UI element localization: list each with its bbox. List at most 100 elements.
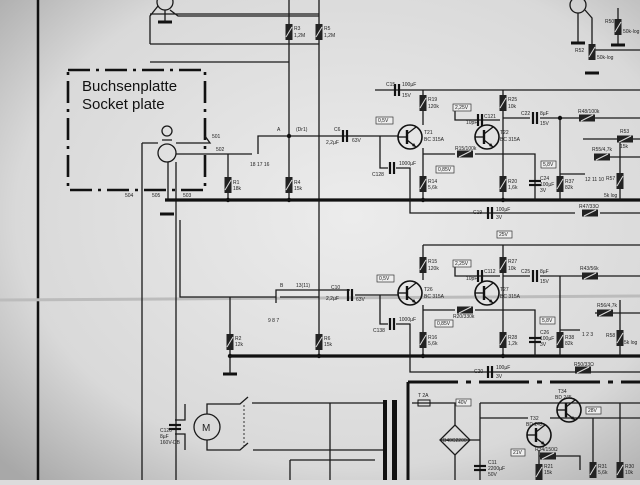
r20-label: R20 — [508, 179, 517, 185]
voltage-0-5v-ch2: 0,5V — [379, 276, 390, 282]
top-section: R3 1,2M R5 1,2M R50 50k-log R52 50k-log — [149, 0, 640, 200]
c25-label: C25 — [521, 269, 530, 275]
c138-value: 1000µF — [399, 317, 416, 323]
c19-value: 100µF — [496, 207, 510, 213]
r15-ch2-label: R15 — [428, 259, 437, 265]
point-a-label: A — [277, 127, 281, 133]
c20-label: C20 — [474, 369, 483, 375]
r5-value: 1,2M — [324, 33, 335, 39]
r58-value: 5k log — [624, 340, 638, 346]
r1-label: R1 — [233, 180, 240, 186]
t22-type: BC 315A — [500, 137, 521, 143]
r52-value: 50k-log — [597, 55, 614, 61]
c15-voltage: 15V — [402, 93, 412, 99]
c138-label: C138 — [373, 328, 385, 334]
c6-label: C6 — [334, 127, 341, 133]
c26-value: 100µF — [540, 336, 554, 342]
c10-value: 2,2µF — [326, 296, 339, 302]
point-b-label: B — [280, 283, 284, 289]
t22-label: T22 — [500, 130, 509, 136]
c22-label: C22 — [521, 111, 530, 117]
r25-label: R25 — [508, 97, 517, 103]
r30-value: 10k — [625, 470, 634, 476]
r3-label: R3 — [294, 26, 301, 32]
r53-label: R53 — [620, 129, 629, 135]
pins-9-8-7: 9 8 7 — [268, 318, 279, 324]
t32-type: BD 242 — [526, 422, 543, 428]
r14-label: R14 — [428, 179, 437, 185]
r58-label: R58 — [606, 333, 615, 339]
voltage-0-85v-ch2: 0,85V — [437, 321, 451, 327]
r19-value: 120k — [428, 104, 439, 110]
r52-label: R52 — [575, 48, 584, 54]
r50-label: R50 — [605, 19, 614, 25]
r20-330k-label: R20/330k — [453, 314, 475, 320]
voltage-25v: 25V — [499, 232, 509, 238]
c15-label: C15 — [386, 82, 395, 88]
r27-value: 10k — [508, 266, 517, 272]
c24-voltage: 3V — [540, 188, 547, 194]
r43-label: R43/56k — [580, 266, 599, 272]
t27-label: T27 — [500, 287, 509, 293]
r57-value: 5k log — [604, 193, 618, 199]
c11-label: C11 — [488, 460, 497, 466]
din-socket-icon — [157, 143, 177, 163]
c20-voltage: 3V — [496, 374, 503, 380]
c25-voltage: 15V — [540, 279, 550, 285]
r21-label: R21 — [544, 464, 553, 470]
r20-value: 1,6k — [508, 185, 518, 191]
switch-502-label: 502 — [216, 147, 225, 153]
socket-plate-title-en: Socket plate — [82, 96, 165, 113]
r28-label: R28 — [508, 335, 517, 341]
pins-18-17-16: 18 17 16 — [250, 162, 270, 168]
t26-type: BC 315A — [424, 294, 445, 300]
socket-plate: Buchsenplatte Socket plate 501 502 503 5… — [66, 68, 380, 480]
dr-13-11-label: 13(11) — [296, 283, 310, 289]
r21-value: 15k — [544, 470, 553, 476]
channel-2: 9 8 7 B 13(11) C10 2,2µF 63V R2 12k R6 1… — [179, 200, 640, 380]
switch-505-label: 505 — [152, 193, 161, 199]
r4-value: 15k — [294, 186, 303, 192]
r56-label: R56/4,7k — [597, 303, 618, 309]
voltage-0-85v: 0,85V — [438, 167, 452, 173]
t21-label: T21 — [424, 130, 433, 136]
c6-value: 2,2µF — [326, 140, 339, 146]
motor-label: M — [202, 423, 210, 434]
r16-value: 5,6k — [428, 341, 438, 347]
c120-value: 8µF — [160, 434, 169, 440]
r55-label: R55/4,7k — [592, 147, 613, 153]
r50-value: 50k-log — [623, 29, 640, 35]
c22-voltage: 15V — [540, 121, 550, 127]
c24-value: 100µF — [540, 182, 554, 188]
voltage-5-8v-ch2: 5,8V — [542, 318, 553, 324]
c120-label: C120 — [160, 428, 172, 434]
r19-label: R19 — [428, 97, 437, 103]
r28-value: 1,2k — [508, 341, 518, 347]
fuse-label: T 2A — [418, 393, 429, 399]
pins-1-2-3: 1 2 3 — [582, 332, 593, 338]
voltage-21v: 21V — [513, 450, 523, 456]
c21-value: 10pF — [466, 120, 477, 126]
t34-type: BD 245 — [555, 395, 572, 401]
r5-label: R5 — [324, 26, 331, 32]
r15-ch2-value: 120k — [428, 266, 439, 272]
switch-503-label: 503 — [183, 193, 192, 199]
bridge-label: B40C2200 — [443, 438, 467, 444]
r50-33-label: R50/33Ω — [574, 362, 594, 368]
r38-value: 82k — [565, 341, 574, 347]
r16-label: R16 — [428, 335, 437, 341]
r1-value: 18k — [233, 186, 242, 192]
r48-label: R48/100k — [578, 109, 600, 115]
c21-label: C121 — [484, 114, 496, 120]
c25-value: 8µF — [540, 269, 549, 275]
r38-label: R38 — [565, 335, 574, 341]
t21-type: BC 315A — [424, 137, 445, 143]
voltage-0-5v: 0,5V — [378, 118, 389, 124]
c11-voltage: 50V — [488, 472, 498, 478]
c24-label: C24 — [540, 176, 549, 182]
bridge-rectifier-icon — [439, 424, 471, 456]
r34-label: R34/150Ω — [535, 447, 558, 453]
r2-label: R2 — [235, 336, 242, 342]
channel-1: 18 17 16 A (Dr1) C6 2,2µF 63V R1 18k R4 … — [165, 82, 640, 221]
